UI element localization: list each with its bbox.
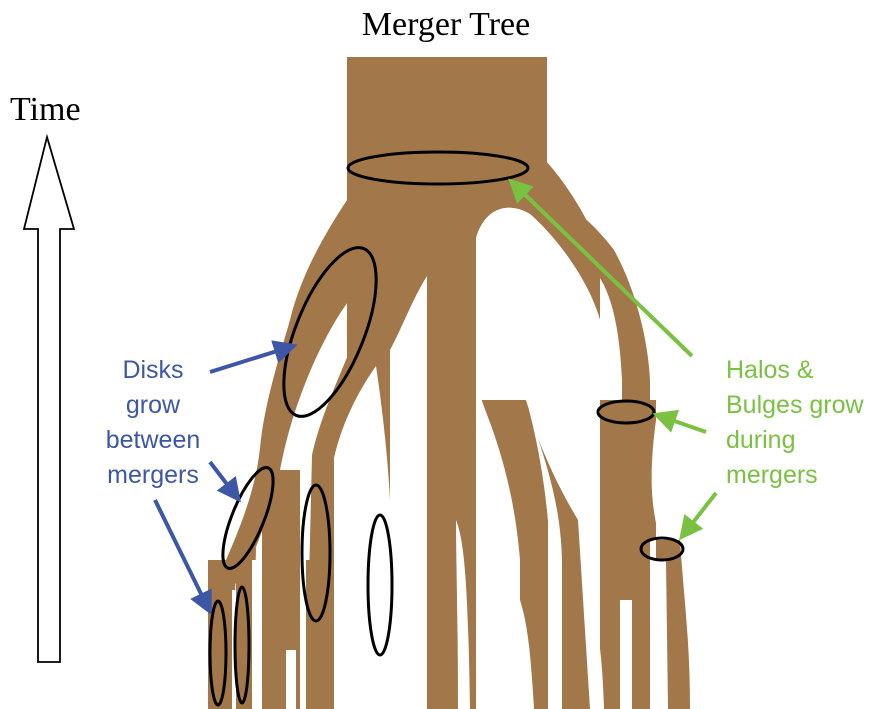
left-annotation-line-2: grow [126,391,181,419]
gap-9 [252,560,262,709]
gap-2 [390,276,427,709]
left-arrow-2 [210,462,236,496]
left-annotation-line-4: mergers [107,461,199,489]
time-label: Time [10,91,81,128]
right-arrow-3 [684,493,716,534]
gap-13 [396,650,406,709]
left-annotation-line-1: Disks [122,356,183,384]
left-arrow-3 [155,500,208,608]
right-annotation-line-2: Bulges grow [726,391,865,419]
time-arrow [24,137,74,662]
gap-12 [286,650,296,709]
right-annotation-line-4: mergers [726,461,818,489]
left-annotation-line-3: between [106,426,201,454]
diagram-title: Merger Tree [362,6,530,43]
right-annotation-line-1: Halos & [726,356,814,384]
right-leg-b [636,420,690,709]
right-arrow-2 [660,416,706,432]
merger-tree [208,57,690,709]
right-annotation-line-3: during [726,426,796,454]
